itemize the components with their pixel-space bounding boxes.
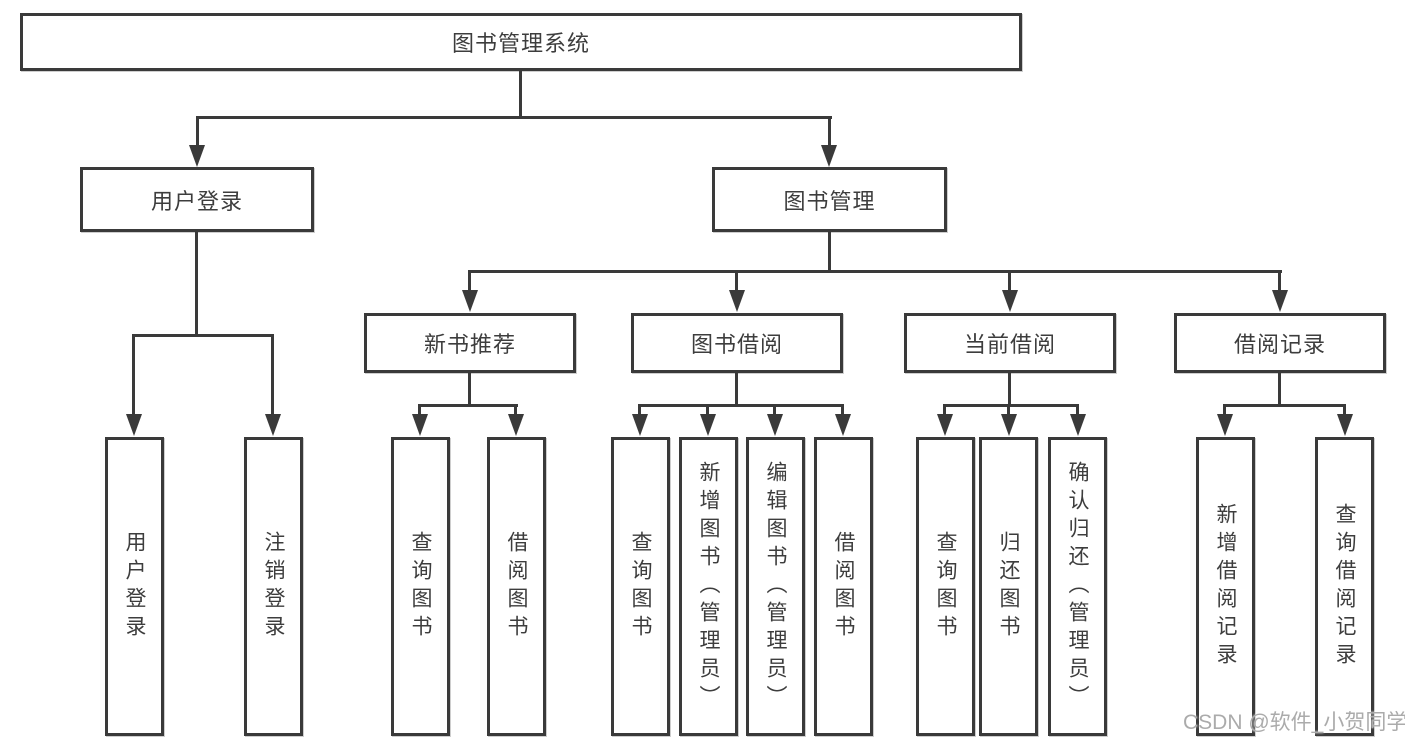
leaf-borrow-books-1-label: 借阅图书 xyxy=(505,530,528,643)
connector-currentborrow-bar xyxy=(943,404,1079,407)
connector-borrowrecords-stem xyxy=(1278,373,1281,407)
connector-bookmgmt-stem xyxy=(828,232,831,273)
connector-leaf-stub xyxy=(514,404,517,418)
leaf-edit-books-admin: 编辑图书（管理员） xyxy=(746,437,805,736)
arrow-to-leaf-add-borrow-record xyxy=(1217,414,1233,436)
connector-currentborrow-stem xyxy=(1008,373,1011,407)
connector-borrowrecords-bar xyxy=(1223,404,1345,407)
watermark: CSDN @软件_小贺同学 xyxy=(1183,711,1405,734)
arrow-to-borrow-records xyxy=(1272,290,1288,312)
arrow-to-user-login xyxy=(189,145,205,167)
leaf-logout: 注销登录 xyxy=(244,437,303,736)
connector-leaf-stub xyxy=(943,404,946,418)
node-root: 图书管理系统 xyxy=(20,13,1022,71)
leaf-confirm-return-admin-label: 确认归还（管理员） xyxy=(1066,460,1089,713)
arrow-to-leaf-query-borrow-record xyxy=(1337,414,1353,436)
arrow-to-leaf-user-login xyxy=(126,414,142,436)
connector-to-currentborrow xyxy=(1008,270,1011,293)
arrow-to-leaf-logout xyxy=(265,414,281,436)
arrow-to-leaf-edit-books xyxy=(767,414,783,436)
node-borrow-records-label: 借阅记录 xyxy=(1233,332,1326,357)
connector-leaf-stub xyxy=(638,404,641,418)
connector-bookmgmt-bar xyxy=(468,270,1282,273)
leaf-return-books-label: 归还图书 xyxy=(997,530,1020,643)
arrow-to-book-management xyxy=(821,145,837,167)
arrow-to-leaf-borrow-books-1 xyxy=(508,414,524,436)
leaf-confirm-return-admin: 确认归还（管理员） xyxy=(1048,437,1107,736)
leaf-query-borrow-record: 查询借阅记录 xyxy=(1315,437,1374,736)
arrow-to-current-borrow xyxy=(1002,290,1018,312)
node-book-borrow-label: 图书借阅 xyxy=(690,332,783,357)
leaf-query-borrow-record-label: 查询借阅记录 xyxy=(1333,502,1356,671)
connector-bookborrow-stem xyxy=(735,373,738,407)
node-current-borrow-label: 当前借阅 xyxy=(963,332,1056,357)
connector-leaf-stub xyxy=(1223,404,1226,418)
node-user-login: 用户登录 xyxy=(80,167,314,232)
leaf-query-books-1: 查询图书 xyxy=(391,437,450,736)
node-current-borrow: 当前借阅 xyxy=(904,313,1116,373)
leaf-add-books-admin: 新增图书（管理员） xyxy=(679,437,738,736)
connector-newbook-bar xyxy=(418,404,518,407)
connector-root-to-userlogin xyxy=(196,116,199,148)
leaf-query-books-3: 查询图书 xyxy=(916,437,975,736)
leaf-user-login-label: 用户登录 xyxy=(123,530,146,643)
connector-bookborrow-bar xyxy=(638,404,844,407)
connector-newbook-stem xyxy=(468,373,471,407)
connector-to-bookborrow xyxy=(735,270,738,293)
leaf-return-books: 归还图书 xyxy=(979,437,1038,736)
connector-leaf-stub xyxy=(1343,404,1346,418)
node-user-login-label: 用户登录 xyxy=(150,188,243,214)
connector-to-newbook xyxy=(468,270,471,293)
arrow-to-book-borrow xyxy=(729,290,745,312)
leaf-add-books-admin-label: 新增图书（管理员） xyxy=(697,460,720,713)
leaf-add-borrow-record-label: 新增借阅记录 xyxy=(1214,502,1237,671)
node-borrow-records: 借阅记录 xyxy=(1174,313,1386,373)
leaf-user-login: 用户登录 xyxy=(105,437,164,736)
connector-userlogin-bar xyxy=(132,334,274,337)
connector-leaf-stub xyxy=(1007,404,1010,418)
node-new-book-recommend-label: 新书推荐 xyxy=(423,332,516,357)
arrow-to-leaf-add-books xyxy=(700,414,716,436)
arrow-to-leaf-query-books-1 xyxy=(412,414,428,436)
leaf-add-borrow-record: 新增借阅记录 xyxy=(1196,437,1255,736)
connector-leaf-stub xyxy=(773,404,776,418)
connector-userlogin-stem xyxy=(195,232,198,336)
node-book-management-label: 图书管理 xyxy=(783,188,876,214)
arrow-to-leaf-confirm-return xyxy=(1070,414,1086,436)
node-book-borrow: 图书借阅 xyxy=(631,313,843,373)
connector-leaf-stub xyxy=(706,404,709,418)
node-root-label: 图书管理系统 xyxy=(451,31,590,56)
leaf-borrow-books-2-label: 借阅图书 xyxy=(832,530,855,643)
connector-to-borrowrecords xyxy=(1278,270,1281,293)
arrow-to-new-book-recommend xyxy=(462,290,478,312)
leaf-query-books-3-label: 查询图书 xyxy=(934,530,957,643)
leaf-query-books-1-label: 查询图书 xyxy=(409,530,432,643)
node-new-book-recommend: 新书推荐 xyxy=(364,313,576,373)
arrow-to-leaf-query-books-2 xyxy=(632,414,648,436)
node-book-management: 图书管理 xyxy=(712,167,947,232)
connector-userlogin-left xyxy=(132,334,135,418)
connector-leaf-stub xyxy=(1076,404,1079,418)
connector-root-to-bookmgmt xyxy=(828,116,831,148)
connector-userlogin-right xyxy=(271,334,274,418)
leaf-logout-label: 注销登录 xyxy=(262,530,285,643)
leaf-query-books-2-label: 查询图书 xyxy=(629,530,652,643)
leaf-borrow-books-2: 借阅图书 xyxy=(814,437,873,736)
connector-leaf-stub xyxy=(418,404,421,418)
arrow-to-leaf-borrow-books-2 xyxy=(835,414,851,436)
leaf-edit-books-admin-label: 编辑图书（管理员） xyxy=(764,460,787,713)
leaf-query-books-2: 查询图书 xyxy=(611,437,670,736)
leaf-borrow-books-1: 借阅图书 xyxy=(487,437,546,736)
connector-root-stem xyxy=(519,71,522,119)
connector-root-bar xyxy=(196,116,832,119)
connector-leaf-stub xyxy=(841,404,844,418)
arrow-to-leaf-return-books xyxy=(1001,414,1017,436)
arrow-to-leaf-query-books-3 xyxy=(937,414,953,436)
